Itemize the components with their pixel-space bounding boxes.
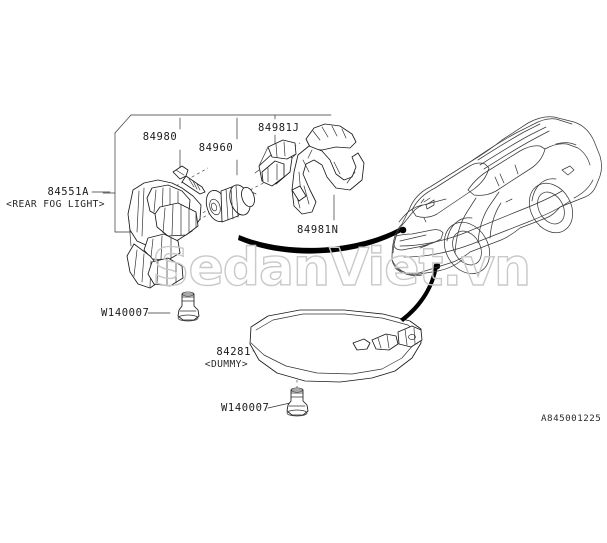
label-84981n: 84981N xyxy=(297,224,339,236)
label-84281: 84281 xyxy=(216,346,251,358)
part-84980-screw xyxy=(172,165,206,195)
label-84981j: 84981J xyxy=(258,122,300,134)
label-84551a-note: <REAR FOG LIGHT> xyxy=(6,199,105,210)
label-w140007-top: W140007 xyxy=(101,307,149,319)
part-84551a-rear-fog-light xyxy=(126,179,202,289)
part-w140007-clip-top xyxy=(177,291,200,322)
part-84981n-harness-bracket xyxy=(291,123,365,215)
part-84960-bulb-socket xyxy=(205,184,257,223)
vehicle-illustration xyxy=(391,116,602,276)
label-w140007-bottom: W140007 xyxy=(221,402,269,414)
drawing-number: A845001225 xyxy=(541,413,601,424)
part-84281-dummy-cover xyxy=(249,309,423,383)
watermark-text: SedanViet.vn xyxy=(152,238,530,298)
label-84960: 84960 xyxy=(199,142,234,154)
part-w140007-clip-bottom xyxy=(286,387,309,417)
part-84981j-connector xyxy=(254,139,297,187)
label-84281-note: <DUMMY> xyxy=(205,359,248,370)
label-84551a: 84551A xyxy=(47,186,89,198)
group-bracket-84551a xyxy=(102,114,332,233)
label-84980: 84980 xyxy=(143,131,178,143)
